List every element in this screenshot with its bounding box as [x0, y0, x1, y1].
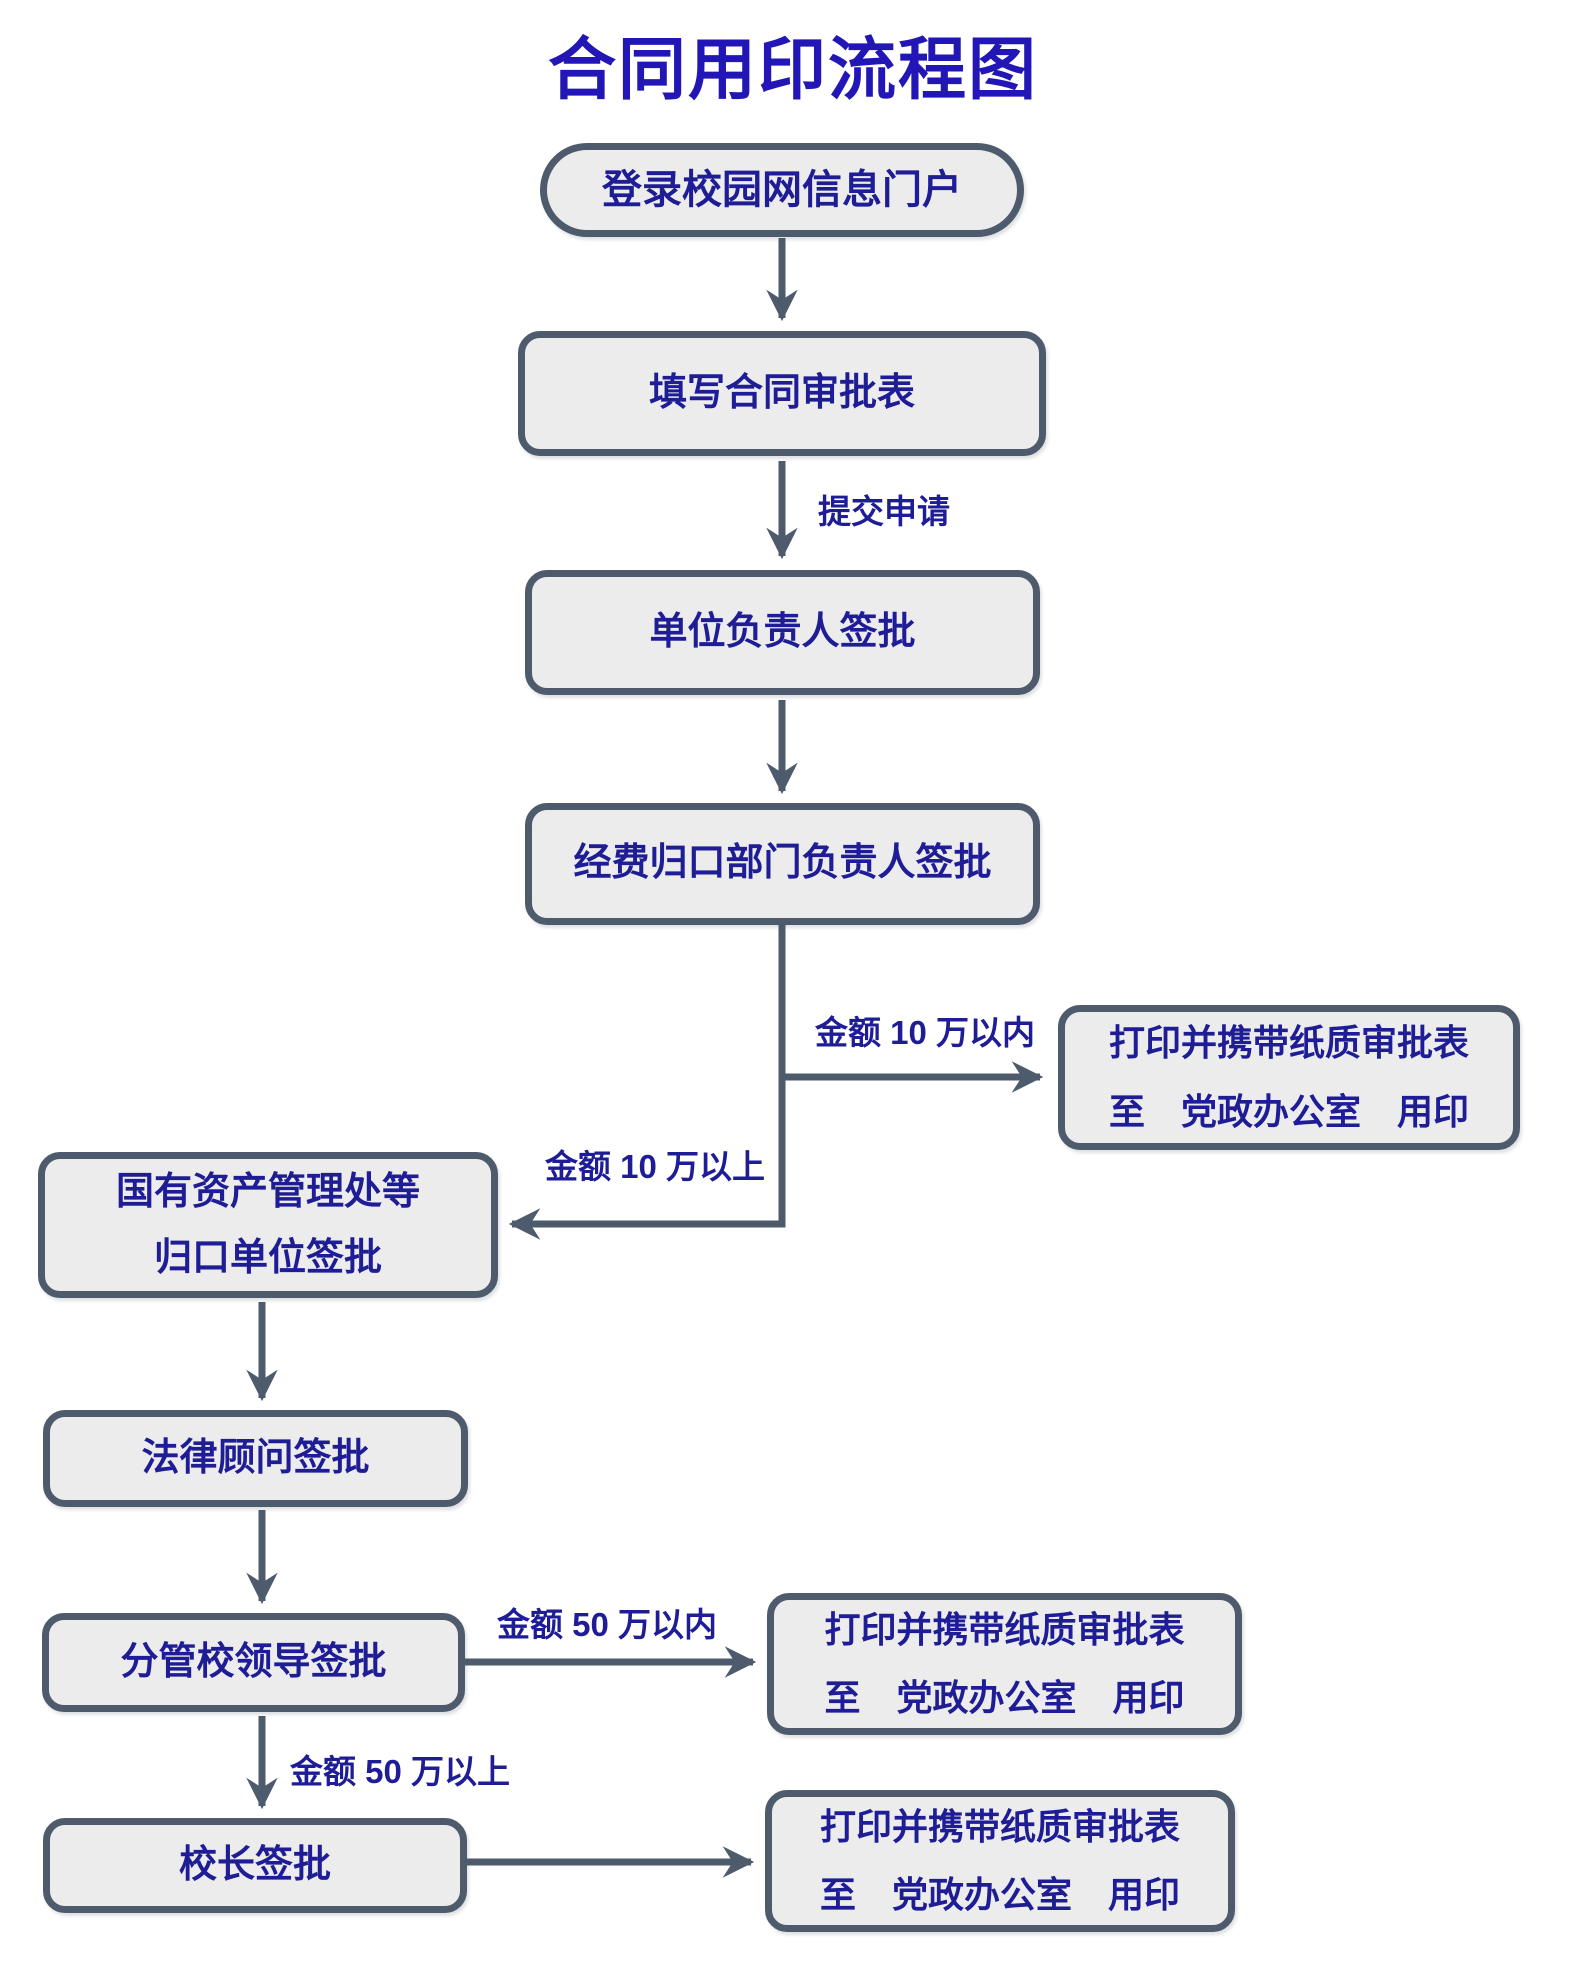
node-label-line2: 至 党政办公室 用印: [824, 1677, 1185, 1718]
node-print-and-seal-bottom: 打印并携带纸质审批表 至 党政办公室 用印: [765, 1790, 1235, 1932]
node-label-line1: 国有资产管理处等: [115, 1170, 420, 1213]
node-print-and-seal-mid: 打印并携带纸质审批表 至 党政办公室 用印: [767, 1593, 1242, 1735]
node-label: 法律顾问签批: [141, 1436, 370, 1479]
page-title: 合同用印流程图: [547, 32, 1038, 108]
node-president-approval: 校长签批: [43, 1818, 467, 1913]
node-fund-dept-approval: 经费归口部门负责人签批: [525, 803, 1040, 925]
node-label-line1: 打印并携带纸质审批表: [824, 1608, 1185, 1650]
edge-label-submit-application: 提交申请: [818, 493, 950, 530]
node-label-line1: 打印并携带纸质审批表: [1108, 1022, 1469, 1064]
node-label: 登录校园网信息门户: [602, 168, 962, 212]
node-vice-president-approval: 分管校领导签批: [42, 1613, 465, 1712]
edge-label-amount-within-500k: 金额 50 万以内: [497, 1606, 718, 1643]
node-label: 校长签批: [178, 1843, 331, 1886]
node-label-line1: 打印并携带纸质审批表: [819, 1805, 1180, 1847]
node-unit-head-approval: 单位负责人签批: [525, 570, 1040, 695]
node-label-line2: 归口单位签批: [153, 1237, 382, 1279]
edge-label-amount-within-100k: 金额 10 万以内: [815, 1014, 1036, 1051]
node-login-portal: 登录校园网信息门户: [540, 143, 1024, 237]
node-label-line2: 至 党政办公室 用印: [819, 1874, 1180, 1915]
node-asset-dept-approval: 国有资产管理处等 归口单位签批: [38, 1152, 498, 1298]
edge-label-amount-above-100k: 金额 10 万以上: [544, 1148, 765, 1185]
node-label-line2: 至 党政办公室 用印: [1108, 1090, 1469, 1132]
node-label: 分管校领导签批: [120, 1640, 387, 1683]
node-label: 填写合同审批表: [648, 371, 915, 414]
node-legal-counsel-approval: 法律顾问签批: [43, 1410, 468, 1507]
node-fill-contract-form: 填写合同审批表: [518, 331, 1046, 456]
node-label: 经费归口部门负责人签批: [573, 842, 992, 885]
node-print-and-seal-top: 打印并携带纸质审批表 至 党政办公室 用印: [1058, 1005, 1520, 1150]
node-label: 单位负责人签批: [649, 610, 916, 653]
edge-label-amount-above-500k: 金额 50 万以上: [290, 1753, 511, 1790]
